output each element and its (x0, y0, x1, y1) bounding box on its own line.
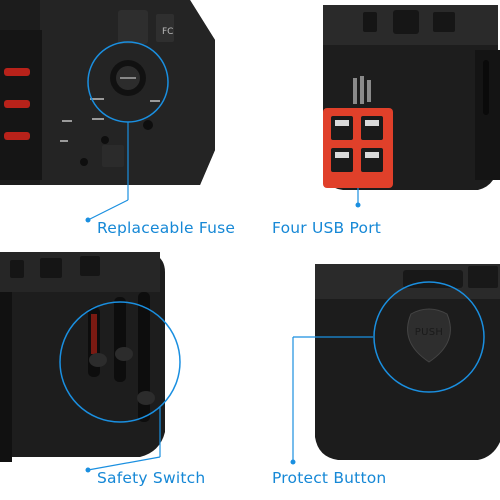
caption-four-usb-port: Four USB Port (272, 219, 382, 237)
caption-protect-button: Protect Button (272, 469, 387, 487)
panel-four-usb-port: Four USB Port (253, 0, 500, 245)
panel-replaceable-fuse: FC Replaceable Fuse (0, 0, 247, 245)
fuse-closeup-photo: FC (0, 0, 215, 223)
caption-safety-switch: Safety Switch (97, 469, 206, 487)
usb-ports-closeup-photo (323, 5, 500, 208)
safety-switch-closeup-photo (0, 252, 181, 473)
push-button-closeup-photo (290, 264, 500, 465)
push-button-label: PUSH (414, 327, 444, 338)
caption-replaceable-fuse: Replaceable Fuse (97, 219, 236, 237)
svg-text:FC: FC (162, 27, 173, 37)
panel-protect-button: PUSH Protect Button (253, 252, 500, 500)
panel-safety-switch: Safety Switch (0, 252, 247, 500)
